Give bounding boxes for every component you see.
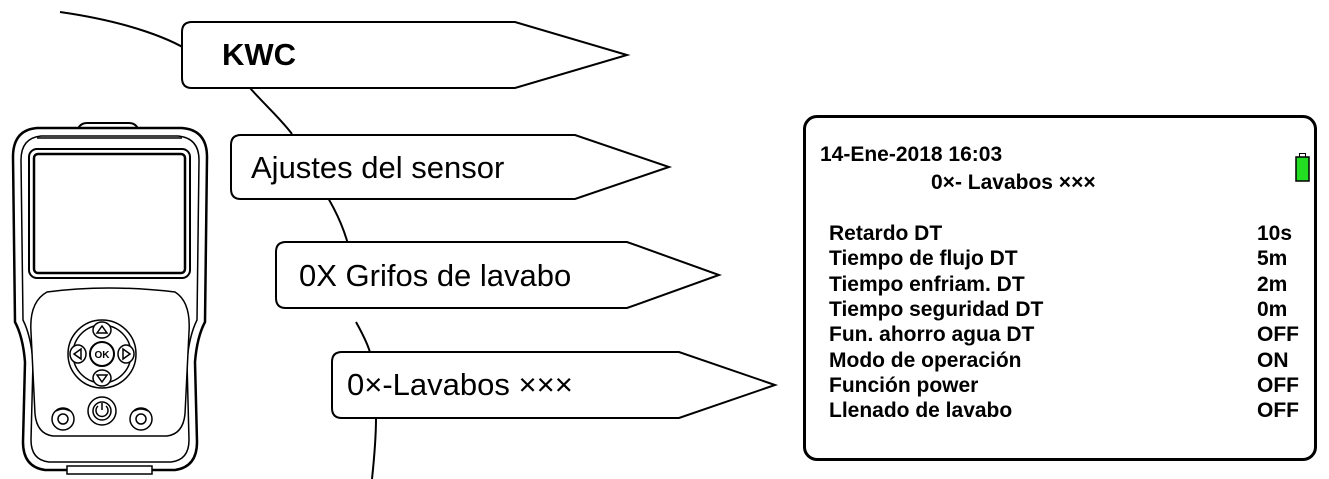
setting-value: 10s	[1257, 222, 1293, 245]
setting-row[interactable]: Tiempo de flujo DT 5m	[829, 248, 1299, 271]
tag-grifos-label: 0X Grifos de lavabo	[299, 258, 572, 293]
setting-value: 5m	[1257, 247, 1288, 271]
setting-label: Modo de operación	[829, 348, 1022, 372]
setting-value: 2m	[1257, 272, 1288, 296]
setting-label: Tiempo seguridad DT	[829, 297, 1044, 321]
setting-value: 0m	[1257, 297, 1288, 321]
setting-row[interactable]: Modo de operación ON	[829, 350, 1299, 373]
setting-row[interactable]: Fun. ahorro agua DT OFF	[829, 324, 1299, 347]
setting-value: ON	[1257, 348, 1289, 372]
setting-row[interactable]: Tiempo enfriam. DT 2m	[829, 274, 1299, 297]
handheld-device: OK	[11, 122, 209, 475]
setting-label: Llenado de lavabo	[829, 399, 1013, 423]
dpad	[67, 319, 137, 389]
setting-label: Función power	[829, 373, 979, 397]
setting-row[interactable]: Tiempo seguridad DT 0m	[829, 299, 1299, 322]
tag-sensor-shape	[230, 134, 673, 200]
tag-kwc-shape	[181, 21, 631, 89]
setting-value: OFF	[1257, 373, 1299, 397]
setting-label: Tiempo de flujo DT	[829, 247, 1018, 271]
setting-value: OFF	[1257, 399, 1299, 423]
setting-row[interactable]: Función power OFF	[829, 375, 1299, 398]
setting-row[interactable]: Retardo DT 10s	[829, 223, 1299, 246]
tag-sensor-label: Ajustes del sensor	[251, 150, 505, 185]
display-datetime: 14-Ene-2018 16:03	[820, 143, 1003, 166]
setting-label: Tiempo enfriam. DT	[829, 272, 1025, 296]
tag-grifos-shape	[275, 241, 722, 309]
display-title: 0×- Lavabos ×××	[931, 171, 1096, 194]
setting-row[interactable]: Llenado de lavabo OFF	[829, 400, 1299, 423]
tag-lavabos-shape	[331, 351, 779, 419]
device-display: 14-Ene-2018 16:03 0×- Lavabos ××× Retard…	[803, 115, 1317, 461]
setting-value: OFF	[1257, 323, 1299, 347]
battery-icon	[1295, 153, 1310, 182]
tag-kwc-label: KWC	[222, 37, 297, 72]
tag-lavabos-label: 0×-Lavabos ×××	[347, 367, 573, 402]
setting-label: Fun. ahorro agua DT	[829, 323, 1035, 347]
setting-label: Retardo DT	[829, 222, 943, 245]
connector-curve	[59, 11, 377, 479]
ok-button-label: OK	[95, 350, 111, 361]
